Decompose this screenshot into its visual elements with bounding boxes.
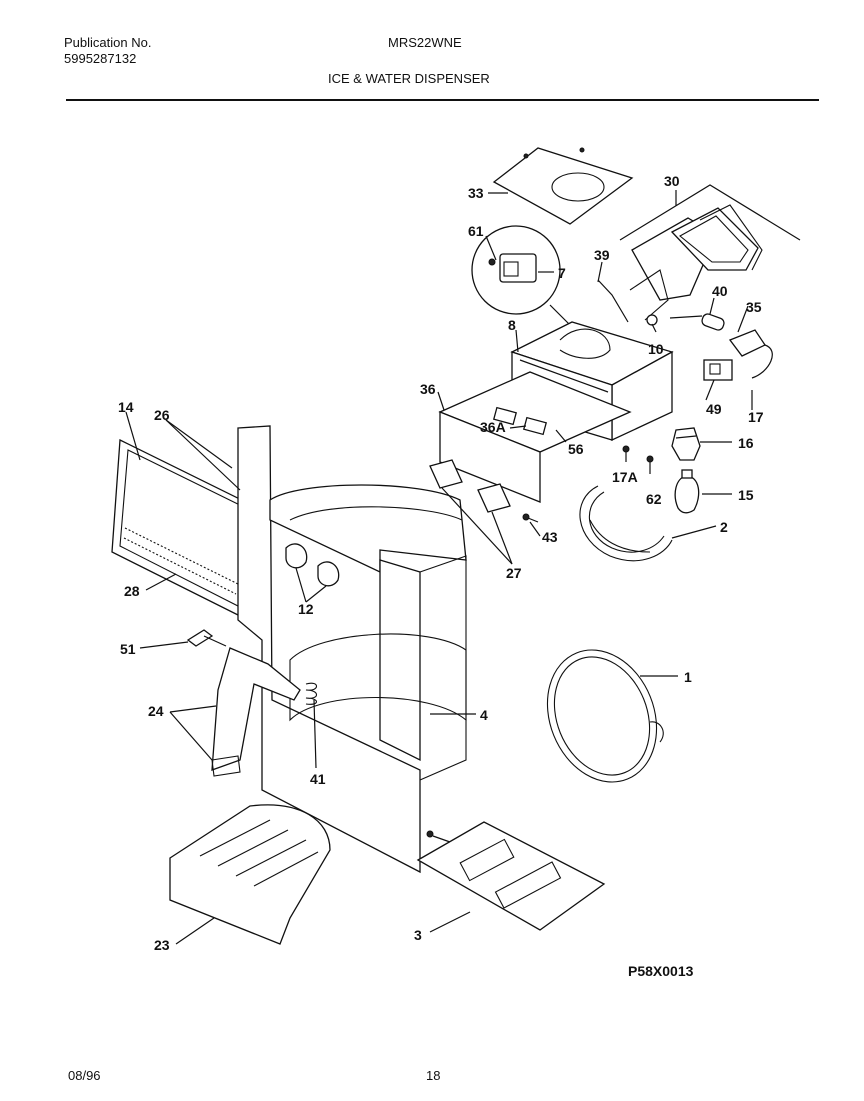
part-16-socket: [671, 427, 701, 461]
label-40: 40: [712, 283, 728, 299]
section-title: ICE & WATER DISPENSER: [328, 71, 490, 86]
label-3: 3: [414, 927, 422, 943]
label-17a: 17A: [612, 469, 638, 485]
part-24-actuator: [211, 647, 301, 777]
part-30-chute: [619, 184, 801, 301]
label-12: 12: [298, 601, 314, 617]
publication-number: 5995287132: [64, 51, 137, 66]
label-23: 23: [154, 937, 170, 953]
label-43: 43: [542, 529, 558, 545]
part-33-plate: [492, 147, 634, 225]
label-56: 56: [568, 441, 584, 457]
label-14: 14: [118, 399, 134, 415]
label-16: 16: [738, 435, 754, 451]
label-35: 35: [746, 299, 762, 315]
label-10: 10: [648, 341, 664, 357]
label-62: 62: [646, 491, 662, 507]
label-33: 33: [468, 185, 484, 201]
part-3-heater-plate: [416, 821, 606, 931]
label-1: 1: [684, 669, 692, 685]
header-rule: [66, 99, 819, 101]
part-27-brackets: [429, 459, 511, 513]
label-36a: 36A: [480, 419, 506, 435]
part-36-front-plate: [438, 371, 632, 503]
part-39-wire-harness: [597, 269, 773, 381]
part-23-drip-tray: [169, 804, 331, 945]
label-17: 17: [748, 409, 764, 425]
label-41: 41: [310, 771, 326, 787]
part-1-gasket: [546, 649, 664, 783]
label-2: 2: [720, 519, 728, 535]
label-49: 49: [706, 401, 722, 417]
footer-date: 08/96: [68, 1068, 101, 1083]
model-number: MRS22WNE: [388, 35, 462, 50]
label-36: 36: [420, 381, 436, 397]
part-41-spring: [305, 682, 318, 769]
part-15-bulb: [674, 469, 700, 514]
label-15: 15: [738, 487, 754, 503]
label-39: 39: [594, 247, 610, 263]
label-24: 24: [148, 703, 164, 719]
label-8: 8: [508, 317, 516, 333]
publication-label: Publication No.: [64, 35, 152, 50]
label-51: 51: [120, 641, 136, 657]
label-61: 61: [468, 223, 484, 239]
page-number: 18: [426, 1068, 441, 1083]
label-28: 28: [124, 583, 140, 599]
detail-circle-switch: [471, 225, 586, 341]
drawing-code: P58X0013: [628, 963, 694, 979]
callout-labels: 33 61 7 39 30 40 35 10 8 36 36A 56 49 17…: [118, 173, 764, 979]
part-4-dispenser-housing: [237, 425, 467, 874]
label-7: 7: [558, 265, 566, 281]
label-4: 4: [480, 707, 488, 723]
label-26: 26: [154, 407, 170, 423]
leader-lines: [125, 190, 753, 945]
screws: [522, 445, 654, 523]
part-2-heater: [579, 485, 673, 562]
label-27: 27: [506, 565, 522, 581]
part-12-clips: [285, 543, 340, 587]
label-30: 30: [664, 173, 680, 189]
part-51-pin: [186, 629, 227, 647]
